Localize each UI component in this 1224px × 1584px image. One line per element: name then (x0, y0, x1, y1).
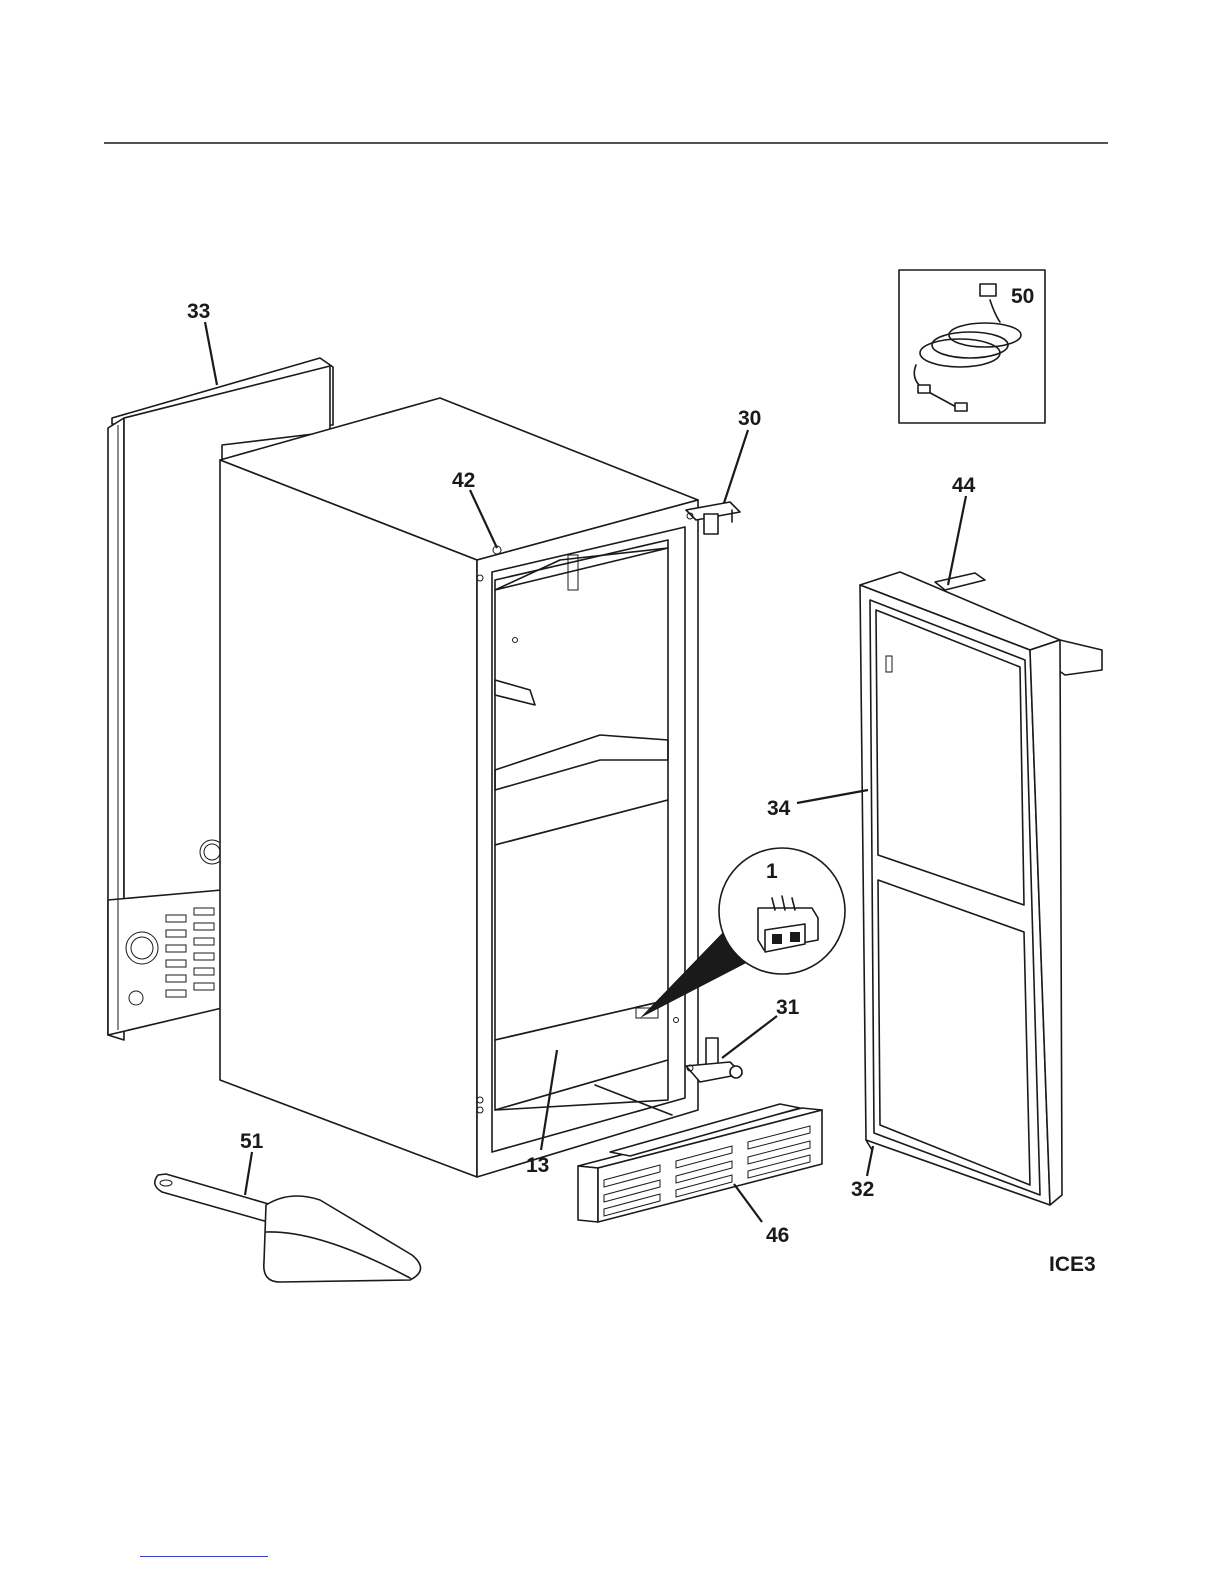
callout-31: 31 (776, 996, 800, 1019)
callout-50: 50 (1011, 285, 1034, 308)
callout-34: 34 (767, 797, 791, 820)
callout-42: 42 (452, 469, 475, 492)
callout-44: 44 (952, 474, 976, 497)
leader-51 (245, 1152, 252, 1195)
callout-51: 51 (240, 1130, 264, 1153)
ice-scoop-part (155, 1174, 421, 1282)
leader-31 (722, 1016, 777, 1058)
bottom-link-underline[interactable] (140, 1556, 268, 1557)
callout-33: 33 (187, 300, 210, 323)
leader-30 (724, 430, 748, 503)
callout-1: 1 (766, 860, 778, 883)
leader-33 (205, 322, 217, 385)
callout-30: 30 (738, 407, 761, 430)
leader-44 (948, 496, 966, 585)
cabinet-body (220, 398, 698, 1177)
callout-46: 46 (766, 1224, 789, 1247)
door-assembly (860, 572, 1102, 1205)
leader-46 (734, 1184, 762, 1222)
figure-code: ICE3 (1049, 1253, 1096, 1276)
leader-34 (797, 790, 868, 803)
callout-32: 32 (851, 1178, 874, 1201)
callout-13: 13 (526, 1154, 549, 1177)
leader-32 (867, 1146, 873, 1176)
